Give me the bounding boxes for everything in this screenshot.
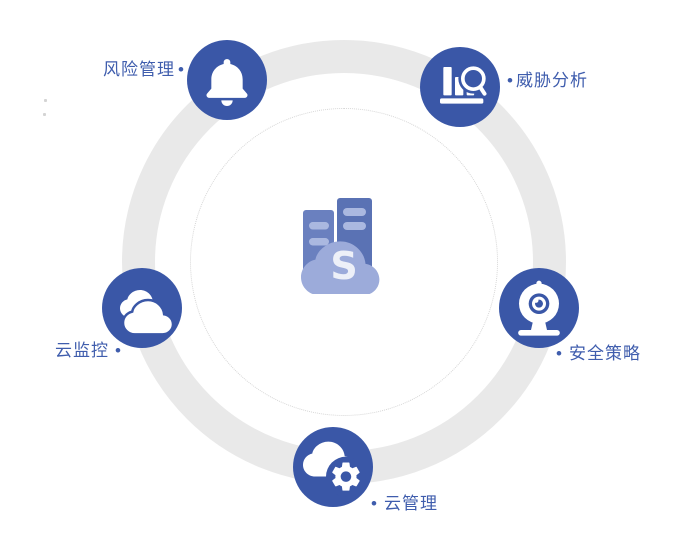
node-risk-management (187, 40, 267, 120)
label-text: 云管理 (383, 494, 438, 513)
decorative-dot (44, 99, 47, 102)
label-text: 风险管理 (103, 60, 176, 79)
label-text: 威胁分析 (515, 71, 588, 90)
inner-dotted-ring (190, 108, 498, 416)
decorative-dot (43, 113, 46, 116)
label-text: 安全策略 (568, 344, 641, 363)
webcam-icon (518, 280, 560, 336)
label-security-policy: • 安全策略 (556, 344, 641, 363)
node-cloud-management (293, 427, 373, 507)
servers-cloud-icon: S (301, 198, 380, 294)
bullet-marker: • (507, 71, 514, 90)
node-security-policy (499, 268, 579, 348)
bell-icon (206, 59, 248, 106)
node-cloud-monitoring (102, 268, 182, 348)
label-text: 云监控 (55, 341, 109, 360)
double-cloud-icon (120, 290, 175, 336)
label-cloud-management: • 云管理 (371, 494, 438, 513)
bullet-marker: • (115, 341, 122, 360)
bullet-marker: • (178, 60, 185, 79)
label-cloud-monitoring: 云监控 • (55, 341, 122, 360)
bullet-marker: • (556, 344, 563, 363)
bullet-marker: • (371, 494, 378, 513)
label-risk-management: 风险管理• (103, 60, 185, 79)
label-threat-analysis: •威胁分析 (507, 71, 588, 90)
node-threat-analysis (420, 47, 500, 127)
cloud-gear-icon (303, 441, 366, 497)
center-letter: S (330, 244, 357, 288)
bar-chart-magnifier-icon (440, 63, 489, 104)
